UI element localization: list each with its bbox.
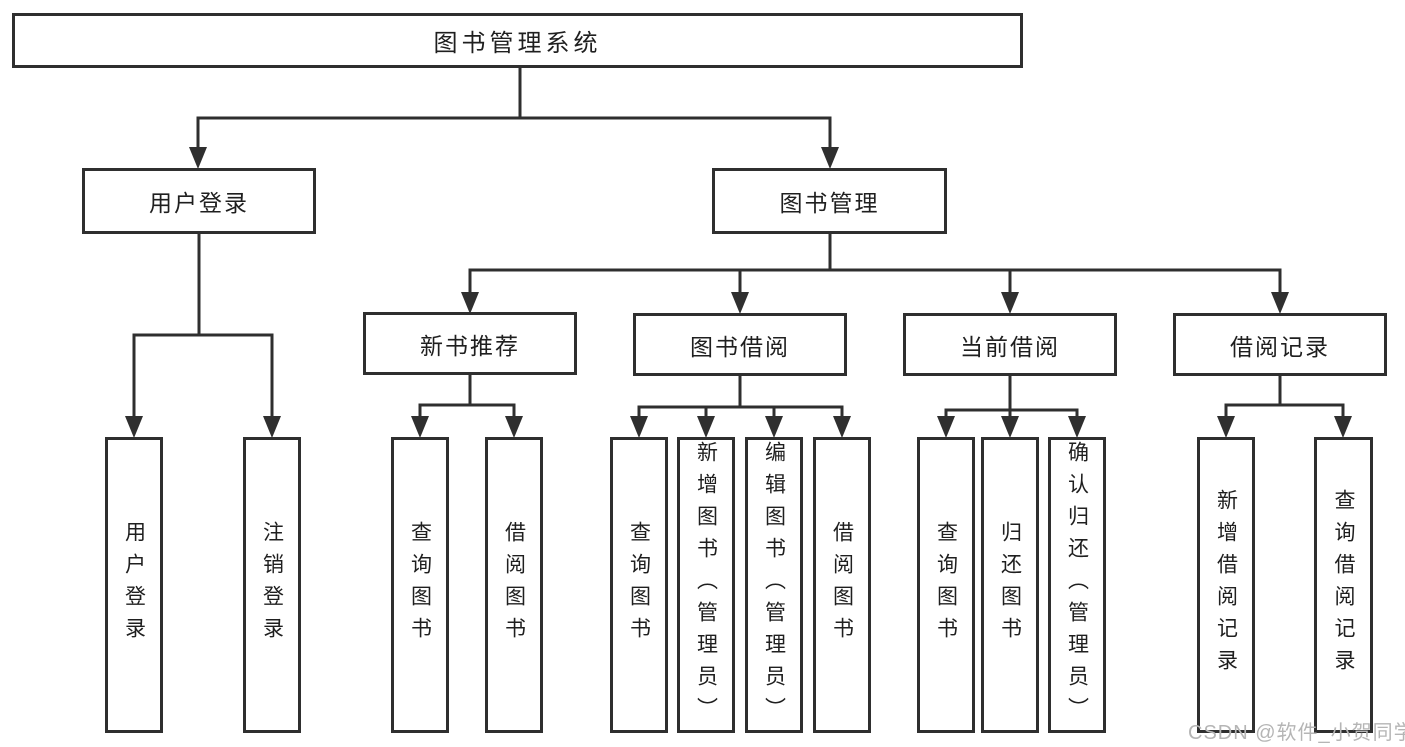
node-user-login: 用户登录 — [82, 168, 316, 234]
leaf-user-login: 用户登录 — [105, 437, 163, 733]
leaf-newbook-borrow-books: 借阅图书 — [485, 437, 543, 733]
leaf-records-add-borrow-record-label: 新增借阅记录 — [1214, 489, 1238, 681]
node-borrowing-records-label: 借阅记录 — [1230, 333, 1330, 360]
leaf-borrowing-query-books: 查询图书 — [610, 437, 668, 733]
leaf-borrowing-edit-books-admin: 编辑图书（管理员） — [745, 437, 803, 733]
leaf-newbook-query-books-label: 查询图书 — [408, 521, 432, 649]
leaf-current-return-books: 归还图书 — [981, 437, 1039, 733]
node-new-book-recommend: 新书推荐 — [363, 312, 577, 375]
leaf-borrowing-borrow-books-label: 借阅图书 — [830, 521, 854, 649]
leaf-user-login-label: 用户登录 — [122, 521, 146, 649]
leaf-logout: 注销登录 — [243, 437, 301, 733]
leaf-current-return-books-label: 归还图书 — [998, 521, 1022, 649]
node-current-borrowing-label: 当前借阅 — [960, 333, 1060, 360]
leaf-current-query-books-label: 查询图书 — [934, 521, 958, 649]
leaf-current-confirm-return-admin: 确认归还（管理员） — [1048, 437, 1106, 733]
node-current-borrowing: 当前借阅 — [903, 313, 1117, 376]
node-new-book-recommend-label: 新书推荐 — [420, 332, 520, 359]
leaf-newbook-borrow-books-label: 借阅图书 — [502, 521, 526, 649]
node-root-label: 图书管理系统 — [433, 30, 602, 57]
leaf-borrowing-add-books-admin: 新增图书（管理员） — [677, 437, 735, 733]
leaf-newbook-query-books: 查询图书 — [391, 437, 449, 733]
node-book-management: 图书管理 — [712, 168, 947, 234]
leaf-records-query-borrow-record-label: 查询借阅记录 — [1332, 489, 1355, 681]
leaf-records-add-borrow-record: 新增借阅记录 — [1197, 437, 1255, 733]
leaf-borrowing-query-books-label: 查询图书 — [627, 521, 651, 649]
leaf-records-query-borrow-record: 查询借阅记录 — [1314, 437, 1373, 733]
csdn-watermark: CSDN @软件_小贺同学 — [1188, 722, 1405, 744]
leaf-current-query-books: 查询图书 — [917, 437, 975, 733]
node-book-borrowing: 图书借阅 — [633, 313, 847, 376]
leaf-current-confirm-return-admin-label: 确认归还（管理员） — [1065, 441, 1089, 729]
node-user-login-label: 用户登录 — [149, 190, 249, 216]
leaf-borrowing-add-books-admin-label: 新增图书（管理员） — [694, 441, 718, 729]
leaf-borrowing-edit-books-admin-label: 编辑图书（管理员） — [762, 441, 786, 729]
leaf-borrowing-borrow-books: 借阅图书 — [813, 437, 871, 733]
node-borrowing-records: 借阅记录 — [1173, 313, 1387, 376]
leaf-logout-label: 注销登录 — [260, 521, 284, 649]
node-book-management-label: 图书管理 — [779, 190, 880, 216]
node-book-borrowing-label: 图书借阅 — [690, 333, 790, 360]
node-root-library-system: 图书管理系统 — [12, 13, 1023, 68]
